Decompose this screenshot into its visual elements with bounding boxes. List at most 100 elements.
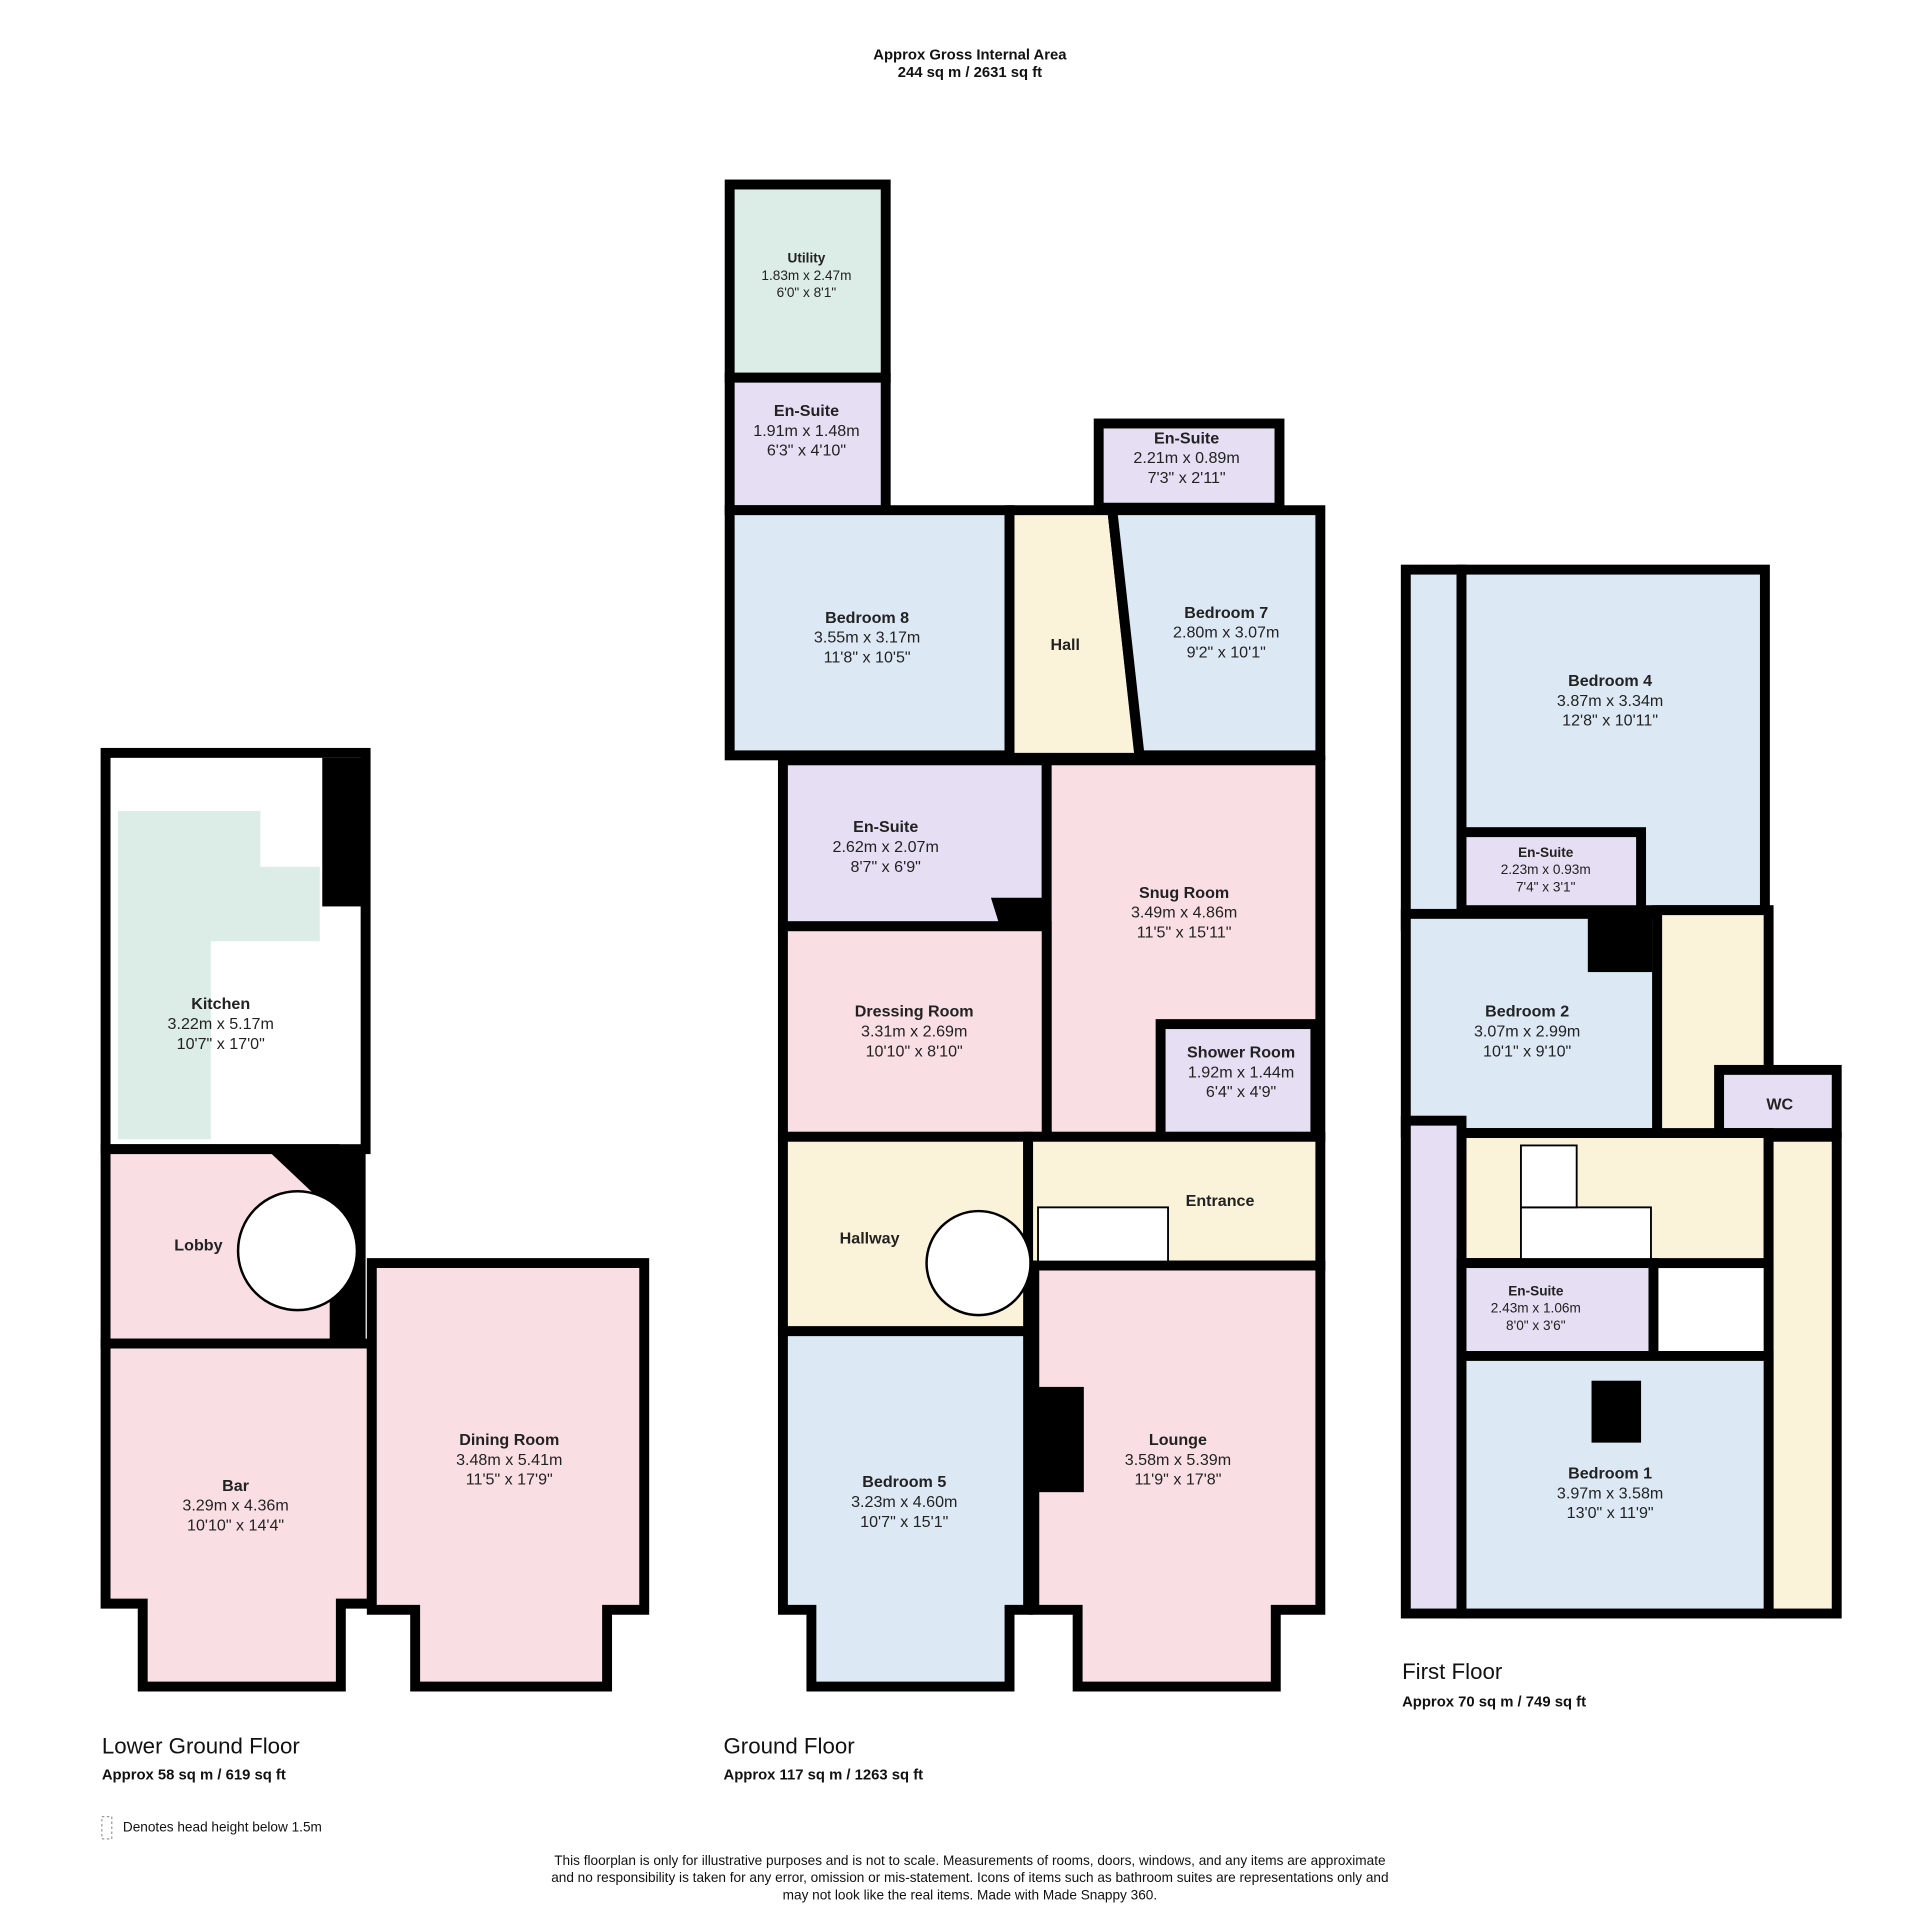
room-label-ensuite-b: En-Suite 2.21m x 0.89m 7'3" x 2'11" bbox=[1133, 429, 1239, 487]
svg-text:3.55m x 3.17m: 3.55m x 3.17m bbox=[814, 629, 920, 647]
svg-text:3.22m x 5.17m: 3.22m x 5.17m bbox=[168, 1015, 274, 1033]
first-floor-title: First Floor bbox=[1402, 1659, 1503, 1684]
svg-text:2.80m x 3.07m: 2.80m x 3.07m bbox=[1173, 624, 1279, 642]
chimney bbox=[1587, 910, 1653, 973]
svg-text:7'3" x 2'11": 7'3" x 2'11" bbox=[1148, 469, 1226, 487]
stair-void bbox=[266, 1149, 366, 1344]
bar bbox=[100, 1338, 377, 1692]
svg-text:Kitchen: Kitchen bbox=[191, 995, 250, 1013]
svg-text:11'5" x 15'11": 11'5" x 15'11" bbox=[1137, 923, 1232, 941]
svg-text:1.91m x 1.48m: 1.91m x 1.48m bbox=[753, 422, 859, 440]
svg-text:Bedroom 7: Bedroom 7 bbox=[1184, 604, 1268, 622]
bedroom-8 bbox=[724, 505, 1015, 761]
svg-text:En-Suite: En-Suite bbox=[1154, 429, 1219, 447]
lower-floor-title: Lower Ground Floor bbox=[102, 1733, 301, 1758]
svg-text:3.07m x 2.99m: 3.07m x 2.99m bbox=[1474, 1022, 1580, 1040]
svg-text:10'1" x 9'10": 10'1" x 9'10" bbox=[1483, 1042, 1571, 1060]
svg-text:Bedroom 5: Bedroom 5 bbox=[862, 1473, 946, 1491]
staircase-upper bbox=[1520, 1144, 1578, 1209]
room-label-utility: Utility 1.83m x 2.47m 6'0" x 8'1" bbox=[761, 251, 851, 301]
svg-text:10'7" x 15'1": 10'7" x 15'1" bbox=[860, 1513, 948, 1531]
bedroom-1 bbox=[1456, 1350, 1774, 1619]
svg-text:6'4" x 4'9": 6'4" x 4'9" bbox=[1206, 1083, 1277, 1101]
utility bbox=[724, 179, 891, 383]
svg-text:11'9" x 17'8": 11'9" x 17'8" bbox=[1134, 1471, 1221, 1489]
dining-room bbox=[366, 1258, 650, 1692]
svg-text:Utility: Utility bbox=[788, 251, 826, 266]
svg-text:3.87m x 3.34m: 3.87m x 3.34m bbox=[1557, 692, 1663, 710]
ensuite-middle bbox=[777, 755, 1052, 932]
room-label-ensuite-a: En-Suite 2.23m x 0.93m 7'4" x 3'1" bbox=[1501, 845, 1591, 895]
svg-text:1.92m x 1.44m: 1.92m x 1.44m bbox=[1188, 1063, 1294, 1081]
svg-text:En-Suite: En-Suite bbox=[774, 402, 839, 420]
svg-text:11'5" x 17'9": 11'5" x 17'9" bbox=[466, 1471, 553, 1489]
svg-text:6'0" x 8'1": 6'0" x 8'1" bbox=[777, 285, 837, 300]
svg-text:7'4" x 3'1": 7'4" x 3'1" bbox=[1516, 880, 1576, 895]
svg-text:10'7" x 17'0": 10'7" x 17'0" bbox=[177, 1035, 265, 1053]
spiral-staircase bbox=[236, 1190, 359, 1312]
bedroom-5 bbox=[777, 1326, 1034, 1692]
svg-text:Bedroom 4: Bedroom 4 bbox=[1568, 672, 1652, 690]
svg-text:Snug Room: Snug Room bbox=[1139, 884, 1229, 902]
svg-text:2.62m x 2.07m: 2.62m x 2.07m bbox=[833, 838, 939, 856]
chimney bbox=[1034, 1386, 1084, 1493]
room-label-bedroom5: Bedroom 5 3.23m x 4.60m 10'7" x 15'1" bbox=[851, 1473, 957, 1531]
room-label-bedroom4: Bedroom 4 3.87m x 3.34m 12'8" x 10'11" bbox=[1557, 672, 1663, 730]
svg-text:2.43m x 1.06m: 2.43m x 1.06m bbox=[1491, 1301, 1581, 1316]
svg-text:Bedroom 2: Bedroom 2 bbox=[1485, 1003, 1569, 1021]
lower-floor-area: Approx 58 sq m / 619 sq ft bbox=[102, 1767, 286, 1783]
eaves-right bbox=[1763, 1131, 1842, 1619]
disclaimer-line-1: This floorplan is only for illustrative … bbox=[554, 1853, 1385, 1868]
ensuite-utility bbox=[724, 372, 891, 516]
svg-text:10'10" x 14'4": 10'10" x 14'4" bbox=[187, 1517, 284, 1535]
head-height-legend: Denotes head height below 1.5m bbox=[123, 1819, 322, 1834]
staircase bbox=[1520, 1206, 1652, 1261]
svg-text:3.97m x 3.58m: 3.97m x 3.58m bbox=[1557, 1484, 1663, 1502]
room-label-hallway: Hallway bbox=[840, 1229, 900, 1247]
svg-text:2.23m x 0.93m: 2.23m x 0.93m bbox=[1501, 862, 1591, 877]
first-floor: Bedroom 4 3.87m x 3.34m 12'8" x 10'11" En-… bbox=[1400, 564, 1842, 1619]
svg-text:3.29m x 4.36m: 3.29m x 4.36m bbox=[182, 1497, 288, 1515]
ground-floor-area: Approx 117 sq m / 1263 sq ft bbox=[723, 1767, 923, 1783]
room-label-hall: Hall bbox=[1051, 636, 1081, 654]
disclaimer-line-2: and no responsibility is taken for any e… bbox=[551, 1870, 1388, 1885]
svg-text:Dining Room: Dining Room bbox=[459, 1431, 559, 1449]
kitchen-floor bbox=[117, 811, 320, 1140]
svg-text:3.49m x 4.86m: 3.49m x 4.86m bbox=[1131, 904, 1237, 922]
svg-text:8'7" x 6'9": 8'7" x 6'9" bbox=[851, 858, 922, 876]
svg-text:3.58m x 5.39m: 3.58m x 5.39m bbox=[1125, 1451, 1231, 1469]
svg-text:12'8" x 10'11": 12'8" x 10'11" bbox=[1562, 712, 1658, 730]
ensuite-bedroom7 bbox=[1093, 418, 1285, 513]
ensuite-bedroom4 bbox=[1456, 827, 1647, 916]
svg-text:Bedroom 8: Bedroom 8 bbox=[825, 609, 909, 627]
svg-text:En-Suite: En-Suite bbox=[1518, 845, 1574, 860]
svg-text:2.21m x 0.89m: 2.21m x 0.89m bbox=[1133, 449, 1239, 467]
svg-text:Bar: Bar bbox=[222, 1477, 250, 1495]
disclaimer-line-3: may not look like the real items. Made w… bbox=[783, 1888, 1157, 1903]
eaves-left bbox=[1400, 564, 1467, 932]
chimney bbox=[322, 757, 362, 907]
chimney bbox=[1591, 1380, 1642, 1443]
room-label-bedroom7: Bedroom 7 2.80m x 3.07m 9'2" x 10'1" bbox=[1173, 604, 1279, 662]
lounge bbox=[1029, 1260, 1326, 1692]
ground-floor-title: Ground Floor bbox=[723, 1733, 855, 1758]
svg-text:9'2" x 10'1": 9'2" x 10'1" bbox=[1187, 644, 1267, 662]
room-label-lobby: Lobby bbox=[174, 1237, 222, 1255]
svg-text:1.83m x 2.47m: 1.83m x 2.47m bbox=[761, 268, 851, 283]
gross-area-value: 244 sq m / 2631 sq ft bbox=[898, 65, 1042, 81]
svg-text:3.23m x 4.60m: 3.23m x 4.60m bbox=[851, 1493, 957, 1511]
room-label-kitchen: Kitchen 3.22m x 5.17m 10'7" x 17'0" bbox=[168, 995, 274, 1053]
svg-text:8'0" x 3'6": 8'0" x 3'6" bbox=[1506, 1318, 1566, 1333]
room-label-entrance: Entrance bbox=[1186, 1192, 1255, 1210]
